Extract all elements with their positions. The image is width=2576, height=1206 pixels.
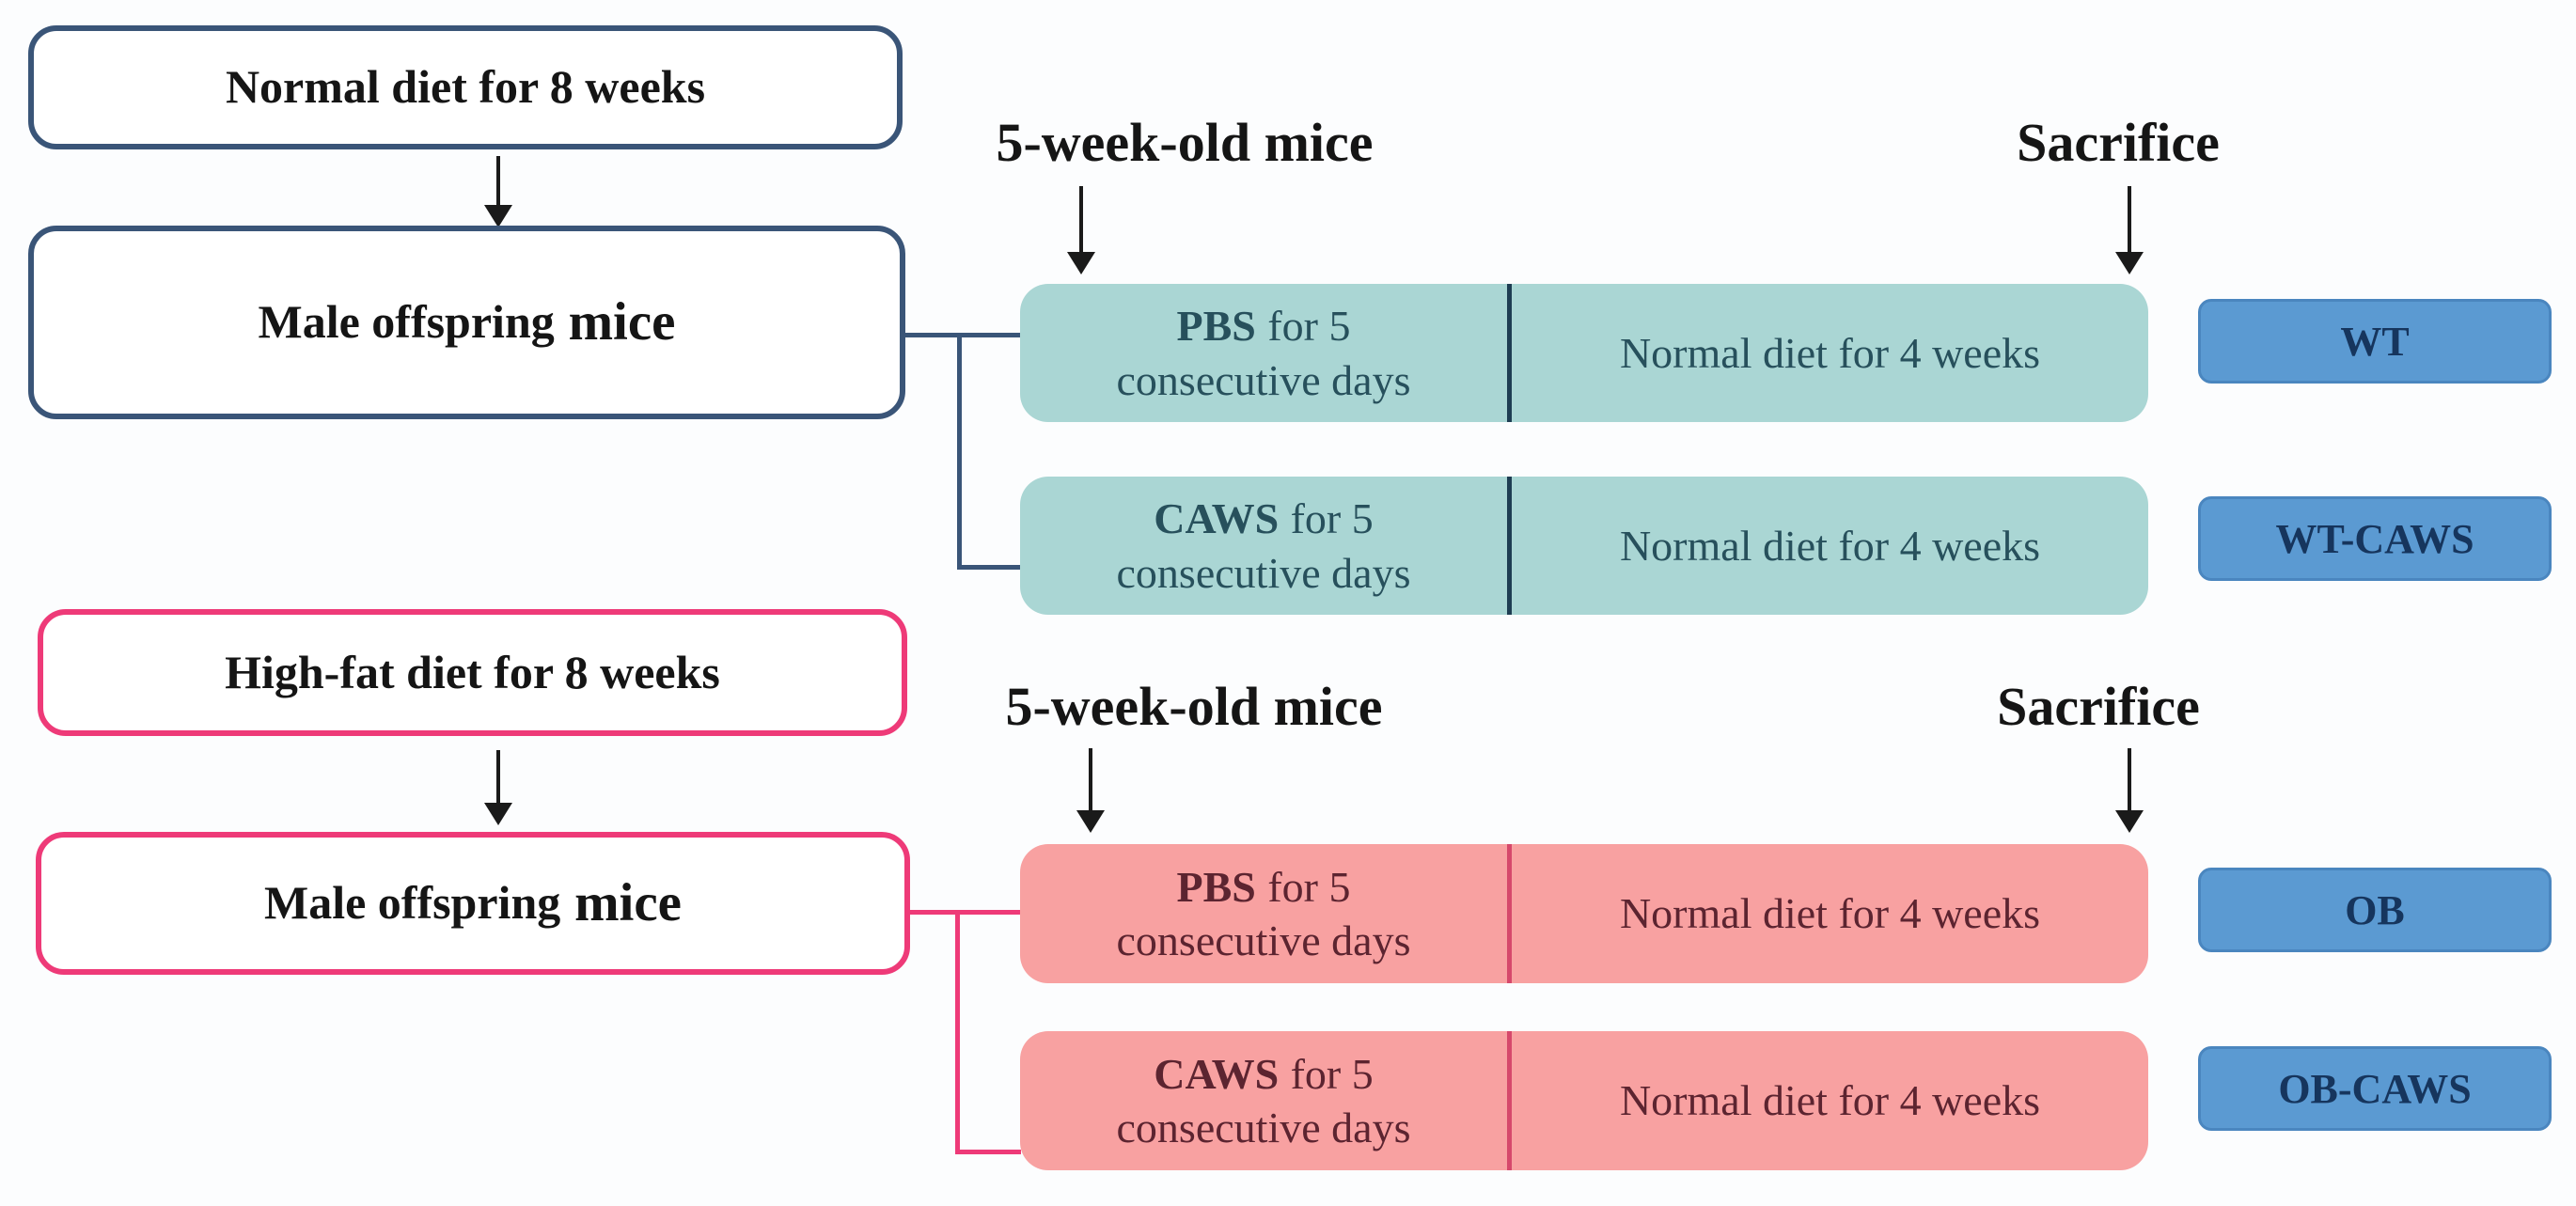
down-arrow-icon: [479, 750, 517, 825]
group-badge: WT-CAWS: [2198, 496, 2552, 581]
connector-line: [955, 910, 960, 1154]
normal-diet-box: Normal diet for 8 weeks: [28, 25, 903, 149]
highfat-diet-box: High-fat diet for 8 weeks: [38, 609, 907, 736]
offspring-label-tail: mice: [574, 873, 682, 933]
row-divider: [1507, 284, 1512, 422]
age-header-bottom: 5-week-old mice: [1005, 676, 1383, 737]
treatment-line2: consecutive days: [1116, 916, 1411, 964]
normal-diet-label: Normal diet for 8 weeks: [225, 60, 706, 114]
treatment-rest: for 5: [1267, 302, 1351, 350]
connector-line: [955, 1150, 1021, 1154]
row-divider: [1507, 844, 1512, 983]
offspring-label: Male offspring: [258, 295, 555, 349]
treatment-line2: consecutive days: [1116, 548, 1411, 597]
recovery-cell: Normal diet for 4 weeks: [1619, 1076, 2041, 1125]
connector-line: [957, 333, 962, 570]
sacrifice-header-bottom: Sacrifice: [1997, 676, 2200, 737]
group-badge: OB-CAWS: [2198, 1046, 2552, 1131]
row-divider: [1507, 477, 1512, 615]
highfat-diet-label: High-fat diet for 8 weeks: [225, 645, 720, 698]
down-arrow-icon: [1062, 186, 1100, 276]
recovery-cell: Normal diet for 4 weeks: [1619, 328, 2041, 377]
treatment-rest: for 5: [1290, 1049, 1374, 1098]
connector-line: [904, 910, 1021, 915]
down-arrow-icon: [2111, 186, 2148, 276]
obese-offspring-box: Male offspring mice: [36, 832, 910, 975]
down-arrow-icon: [1072, 748, 1109, 835]
down-arrow-icon: [479, 156, 517, 227]
offspring-label: Male offspring: [264, 876, 561, 930]
row-divider: [1507, 1031, 1512, 1170]
sacrifice-header-top: Sacrifice: [2017, 112, 2220, 173]
group-badge: OB: [2198, 868, 2552, 952]
offspring-label-tail: mice: [568, 292, 676, 352]
normal-offspring-box: Male offspring mice: [28, 226, 905, 419]
treatment-agent: CAWS: [1154, 494, 1280, 542]
treatment-rest: for 5: [1290, 494, 1374, 542]
connector-line: [957, 565, 1021, 570]
treatment-line2: consecutive days: [1116, 1104, 1411, 1151]
treatment-agent: CAWS: [1154, 1049, 1280, 1098]
recovery-cell: Normal diet for 4 weeks: [1619, 521, 2041, 570]
treatment-agent: PBS: [1176, 862, 1256, 911]
down-arrow-icon: [2111, 748, 2148, 835]
age-header-top: 5-week-old mice: [996, 112, 1374, 173]
treatment-line2: consecutive days: [1116, 355, 1411, 404]
treatment-agent: PBS: [1176, 302, 1256, 350]
group-badge: WT: [2198, 299, 2552, 384]
recovery-cell: Normal diet for 4 weeks: [1619, 889, 2041, 938]
treatment-rest: for 5: [1267, 862, 1351, 911]
